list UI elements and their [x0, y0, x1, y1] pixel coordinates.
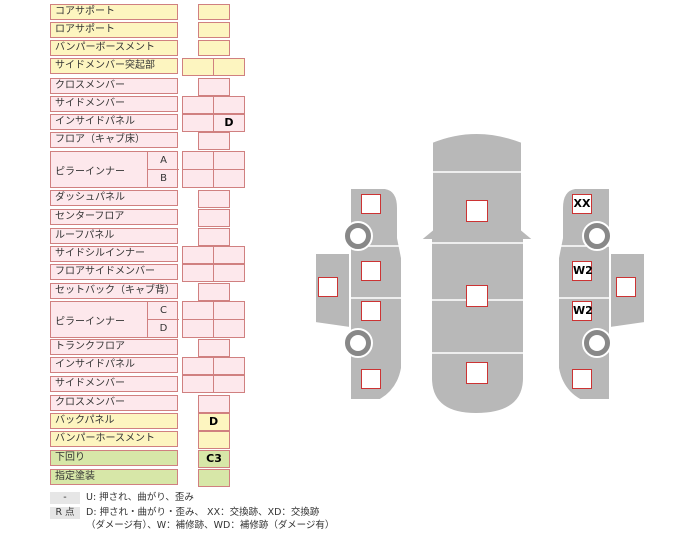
legend-key-r: R 点 — [50, 507, 80, 519]
row-label: サイドメンバー — [50, 96, 178, 112]
row-label: バンパーホースメント — [50, 431, 178, 447]
row-label: クロスメンバー — [50, 78, 178, 94]
legend-text-d: D: 押され・曲がり・歪み、 XX：交換跡、XD：交換跡 — [86, 507, 320, 518]
table-cell[interactable] — [198, 469, 230, 487]
damage-mark-right-rear-fender[interactable] — [572, 369, 592, 389]
pillar-a-right[interactable] — [213, 151, 245, 170]
legend-text-u: U: 押され、曲がり、歪み — [86, 492, 194, 503]
legend-text-w: （ダメージ有）、W：補修跡、WD：補修跡（ダメージ有） — [86, 520, 335, 531]
damage-mark-left-rear-fender[interactable] — [361, 369, 381, 389]
table-cell-left[interactable] — [182, 96, 214, 114]
table-cell-right[interactable] — [213, 375, 245, 393]
pillar-c-right[interactable] — [213, 301, 245, 320]
pillar-b-left[interactable] — [182, 169, 214, 188]
table-cell[interactable] — [198, 22, 230, 38]
pillar-b-right[interactable] — [213, 169, 245, 188]
damage-mark-right-front-door[interactable]: W2 — [572, 261, 593, 281]
table-cell-left[interactable] — [182, 264, 214, 282]
row-label: センターフロア — [50, 209, 178, 225]
table-cell-right[interactable] — [213, 264, 245, 282]
row-label: 下回り — [50, 450, 178, 466]
sub-c-label: C — [147, 302, 179, 320]
pillar-inner-label: ピラーインナー — [55, 316, 125, 327]
row-label: サイドメンバー突起部 — [50, 58, 178, 74]
car-diagram: XX W2 W2 — [310, 128, 650, 418]
damage-mark-right-front-fender[interactable]: XX — [572, 194, 592, 214]
table-cell-right[interactable]: D — [213, 114, 245, 132]
row-label: インサイドパネル — [50, 357, 178, 373]
damage-mark-left-rear-door[interactable] — [361, 301, 381, 321]
table-cell[interactable] — [198, 209, 230, 227]
table-cell[interactable]: D — [198, 413, 230, 431]
table-cell-right[interactable] — [213, 58, 245, 76]
damage-mark-hood[interactable] — [466, 200, 488, 222]
table-cell-right[interactable] — [213, 246, 245, 264]
row-label: バンパーボースメント — [50, 40, 178, 56]
table-cell-left[interactable] — [182, 246, 214, 264]
row-label: 指定塗装 — [50, 469, 178, 485]
table-cell-left[interactable] — [182, 357, 214, 375]
table-cell[interactable] — [198, 132, 230, 150]
damage-mark-roof[interactable] — [466, 285, 488, 307]
pillar-inner-group: ピラーインナー A B — [50, 151, 179, 188]
table-cell[interactable] — [198, 283, 230, 301]
legend: - U: 押され、曲がり、歪み R 点 D: 押され・曲がり・歪み、 XX：交換… — [50, 490, 370, 535]
pillar-a-left[interactable] — [182, 151, 214, 170]
pillar-d-right[interactable] — [213, 319, 245, 338]
row-label: トランクフロア — [50, 339, 178, 355]
table-cell[interactable]: C3 — [198, 450, 230, 468]
pillar-c-left[interactable] — [182, 301, 214, 320]
table-cell[interactable] — [198, 431, 230, 449]
sub-d-label: D — [147, 320, 179, 338]
table-cell[interactable] — [198, 228, 230, 246]
table-cell[interactable] — [198, 4, 230, 20]
damage-mark-left-front-fender[interactable] — [361, 194, 381, 214]
sub-b-label: B — [147, 170, 179, 188]
pillar-d-left[interactable] — [182, 319, 214, 338]
damage-mark-left-front-door[interactable] — [361, 261, 381, 281]
table-cell[interactable] — [198, 190, 230, 208]
wheels — [343, 221, 612, 358]
center-body — [417, 132, 537, 416]
damage-mark-right-rear-door[interactable]: W2 — [572, 301, 593, 321]
row-label: ロアサポート — [50, 22, 178, 38]
row-label: ダッシュパネル — [50, 190, 178, 206]
damage-mark-left-mirror[interactable] — [318, 277, 338, 297]
table-cell[interactable] — [198, 40, 230, 56]
table-cell-left[interactable] — [182, 58, 214, 76]
table-cell-right[interactable] — [213, 357, 245, 375]
table-cell-left[interactable] — [182, 114, 214, 132]
row-label: ルーフパネル — [50, 228, 178, 244]
damage-mark-right-mirror[interactable] — [616, 277, 636, 297]
pillar-inner-group: ピラーインナー C D — [50, 301, 179, 338]
table-cell[interactable] — [198, 78, 230, 96]
row-label: フロア（キャブ床） — [50, 132, 178, 148]
table-cell-left[interactable] — [182, 375, 214, 393]
table-cell-right[interactable] — [213, 96, 245, 114]
row-label: セットバック（キャブ背） — [50, 283, 178, 299]
inspection-table: コアサポート ロアサポート バンパーボースメント サイドメンバー突起部 クロスメ… — [0, 0, 260, 490]
row-label: インサイドパネル — [50, 114, 178, 130]
row-label: コアサポート — [50, 4, 178, 20]
damage-mark-trunk[interactable] — [466, 362, 488, 384]
legend-key-u: - — [50, 492, 80, 504]
row-label: クロスメンバー — [50, 395, 178, 411]
row-label: サイドメンバー — [50, 376, 178, 392]
pillar-inner-label: ピラーインナー — [55, 166, 125, 177]
sub-a-label: A — [147, 152, 179, 170]
table-cell[interactable] — [198, 395, 230, 413]
row-label: フロアサイドメンバー — [50, 264, 178, 280]
row-label: バックパネル — [50, 413, 178, 429]
table-cell[interactable] — [198, 339, 230, 357]
row-label: サイドシルインナー — [50, 246, 178, 262]
